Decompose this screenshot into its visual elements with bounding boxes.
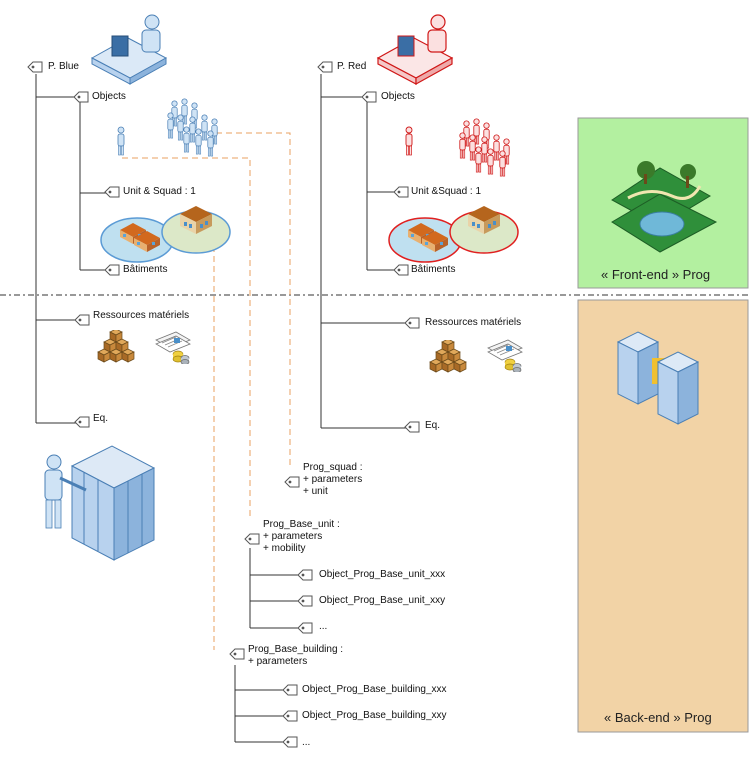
tag-icon [317, 61, 333, 73]
blue-resources-label: Ressources matériels [93, 310, 190, 321]
tag-icon [282, 736, 298, 748]
tag-icon [404, 421, 420, 433]
tag-icon [74, 416, 90, 428]
prog-squad-label: Prog_squad : + parameters + unit [303, 462, 363, 497]
server-rack-icon [616, 331, 700, 425]
red-player-label: P. Red [337, 61, 367, 72]
tag-icon [244, 533, 260, 545]
red-buildings-label: Bâtiments [411, 264, 456, 275]
front-end-label: « Front-end » Prog [601, 267, 711, 282]
class-tree [234, 548, 300, 743]
crates-icon [429, 340, 467, 373]
tag-icon [282, 710, 298, 722]
tag-icon [104, 186, 120, 198]
red-tree [320, 74, 406, 429]
blue-player-label: P. Blue [48, 61, 79, 72]
tag-icon [393, 264, 409, 276]
tag-icon [297, 595, 313, 607]
soldier-icon [117, 126, 125, 156]
blue-buildings-label: Bâtiments [123, 264, 168, 275]
red-objects-label: Objects [381, 91, 415, 102]
blue-unit-squad-label: Unit & Squad : 1 [123, 186, 196, 197]
back-end-label: « Back-end » Prog [604, 710, 712, 725]
tag-icon [297, 569, 313, 581]
prog-base-unit-label: Prog_Base_unit : + parameters + mobility [263, 519, 340, 554]
red-resources-label: Ressources matériels [425, 317, 522, 328]
object-building-xxy-label: Object_Prog_Base_building_xxy [302, 710, 447, 721]
blue-buildings-icon [100, 206, 231, 263]
red-unit-squad-label: Unit &Squad : 1 [411, 186, 482, 197]
tag-icon [297, 622, 313, 634]
object-unit-xxx-label: Object_Prog_Base_unit_xxx [319, 569, 446, 580]
prog-base-building-label: Prog_Base_building : + parameters [248, 644, 344, 667]
blue-player-workstation-icon [90, 14, 168, 85]
blue-objects-label: Objects [92, 91, 126, 102]
red-equipment-label: Eq. [425, 420, 441, 431]
object-unit-more-label: ... [319, 621, 328, 632]
tag-icon [74, 314, 90, 326]
soldier-icon [405, 126, 413, 156]
object-building-more-label: ... [302, 737, 311, 748]
operator-server-icon [44, 445, 156, 561]
crates-icon [97, 330, 135, 363]
tag-icon [361, 91, 377, 103]
dashed-links [122, 132, 291, 650]
object-unit-xxy-label: Object_Prog_Base_unit_xxy [319, 595, 446, 606]
tag-icon [73, 91, 89, 103]
red-buildings-icon [388, 206, 519, 263]
documents-icon [155, 331, 191, 364]
tag-icon [393, 186, 409, 198]
tag-icon [282, 684, 298, 696]
landscape-icon [611, 161, 718, 253]
documents-icon [487, 339, 523, 372]
squad-icon [167, 98, 218, 157]
object-building-xxx-label: Object_Prog_Base_building_xxx [302, 684, 447, 695]
red-player-workstation-icon [376, 14, 454, 86]
tag-icon [27, 61, 43, 73]
tag-icon [104, 264, 120, 276]
squad-icon [459, 118, 510, 177]
blue-tree [35, 74, 108, 424]
tag-icon [284, 476, 300, 488]
blue-equipment-label: Eq. [93, 413, 109, 424]
tag-icon [229, 648, 245, 660]
tag-icon [404, 317, 420, 329]
